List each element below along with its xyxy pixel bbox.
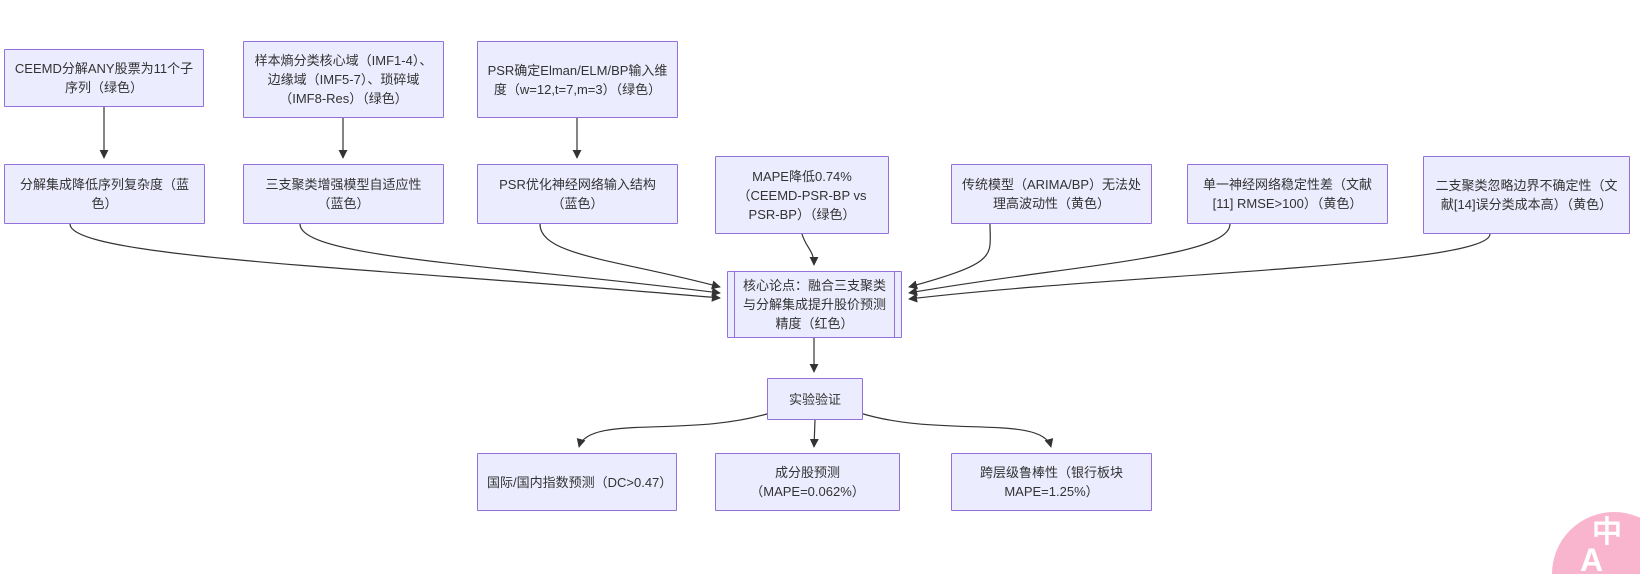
- node-experimental-validation: 实验验证: [767, 378, 863, 420]
- node-label: 传统模型（ARIMA/BP）无法处理高波动性（黄色）: [961, 177, 1142, 211]
- node-label: 二支聚类忽略边界不确定性（文献[14]误分类成本高）（黄色）: [1435, 178, 1618, 212]
- edge-exp-c1: [576, 412, 771, 448]
- node-psr-input-dimensions: PSR确定Elman/ELM/BP输入维度（w=12,t=7,m=3）（绿色）: [477, 41, 678, 118]
- translate-widget-button[interactable]: 中 A: [1552, 512, 1640, 574]
- node-index-prediction: 国际/国内指数预测（DC>0.47）: [477, 453, 677, 511]
- node-mape-reduction: MAPE降低0.74%（CEEMD-PSR-BP vs PSR-BP）（绿色）: [715, 156, 889, 234]
- edge-exp-c2: [809, 419, 819, 448]
- node-label: 实验验证: [788, 391, 841, 407]
- edge-b2-core: [299, 223, 721, 297]
- edge-b1-core: [69, 223, 721, 302]
- node-label: PSR确定Elman/ELM/BP输入维度（w=12,t=7,m=3）（绿色）: [487, 62, 668, 97]
- node-label: MAPE降低0.74%（CEEMD-PSR-BP vs PSR-BP）（绿色）: [737, 168, 867, 222]
- node-label: 成分股预测（MAPE=0.062%）: [750, 465, 865, 499]
- node-core-thesis: 核心论点：融合三支聚类与分解集成提升股价预测精度（红色）: [727, 271, 902, 338]
- edge-b6-core: [908, 223, 1231, 297]
- node-label: 样本熵分类核心域（IMF1-4）、边缘域（IMF5-7）、琐碎域（IMF8-Re…: [254, 53, 433, 106]
- node-psr-optimizes-input-structure: PSR优化神经网络输入结构（蓝色）: [477, 164, 678, 224]
- edge-b7-core: [908, 233, 1491, 303]
- node-label: PSR优化神经网络输入结构（蓝色）: [499, 177, 656, 211]
- node-label: 跨层级鲁棒性（银行板块 MAPE=1.25%）: [979, 465, 1123, 499]
- node-label: 分解集成降低序列复杂度（蓝色）: [19, 177, 189, 211]
- node-two-way-clustering-limitation: 二支聚类忽略边界不确定性（文献[14]误分类成本高）（黄色）: [1423, 156, 1630, 234]
- node-three-way-clustering-adaptivity: 三支聚类增强模型自适应性（蓝色）: [243, 164, 444, 224]
- node-ceemd-decomposition: CEEMD分解ANY股票为11个子序列（绿色）: [4, 49, 204, 107]
- node-label: 单一神经网络稳定性差（文献[11] RMSE>100）（黄色）: [1202, 177, 1372, 211]
- translate-latin-glyph: A: [1580, 542, 1604, 574]
- translate-chinese-glyph: 中: [1592, 516, 1622, 549]
- node-label: 三支聚类增强模型自适应性（蓝色）: [265, 177, 422, 211]
- node-label: CEEMD分解ANY股票为11个子序列（绿色）: [14, 61, 194, 95]
- node-cross-level-robustness: 跨层级鲁棒性（银行板块 MAPE=1.25%）: [951, 453, 1152, 511]
- node-decomposition-reduces-complexity: 分解集成降低序列复杂度（蓝色）: [4, 164, 205, 224]
- node-label: 国际/国内指数预测（DC>0.47）: [487, 474, 673, 490]
- node-constituent-stock-prediction: 成分股预测（MAPE=0.062%）: [715, 453, 900, 511]
- edge-b4-core: [801, 233, 819, 266]
- edge-b5-core: [908, 223, 991, 290]
- edge-exp-c3: [859, 412, 1054, 448]
- node-single-network-instability: 单一神经网络稳定性差（文献[11] RMSE>100）（黄色）: [1187, 164, 1388, 224]
- node-label: 核心论点：融合三支聚类与分解集成提升股价预测精度（红色）: [742, 278, 886, 331]
- edge-b3-core: [539, 223, 721, 290]
- node-sample-entropy-domains: 样本熵分类核心域（IMF1-4）、边缘域（IMF5-7）、琐碎域（IMF8-Re…: [243, 41, 444, 118]
- node-traditional-model-limitation: 传统模型（ARIMA/BP）无法处理高波动性（黄色）: [951, 164, 1152, 224]
